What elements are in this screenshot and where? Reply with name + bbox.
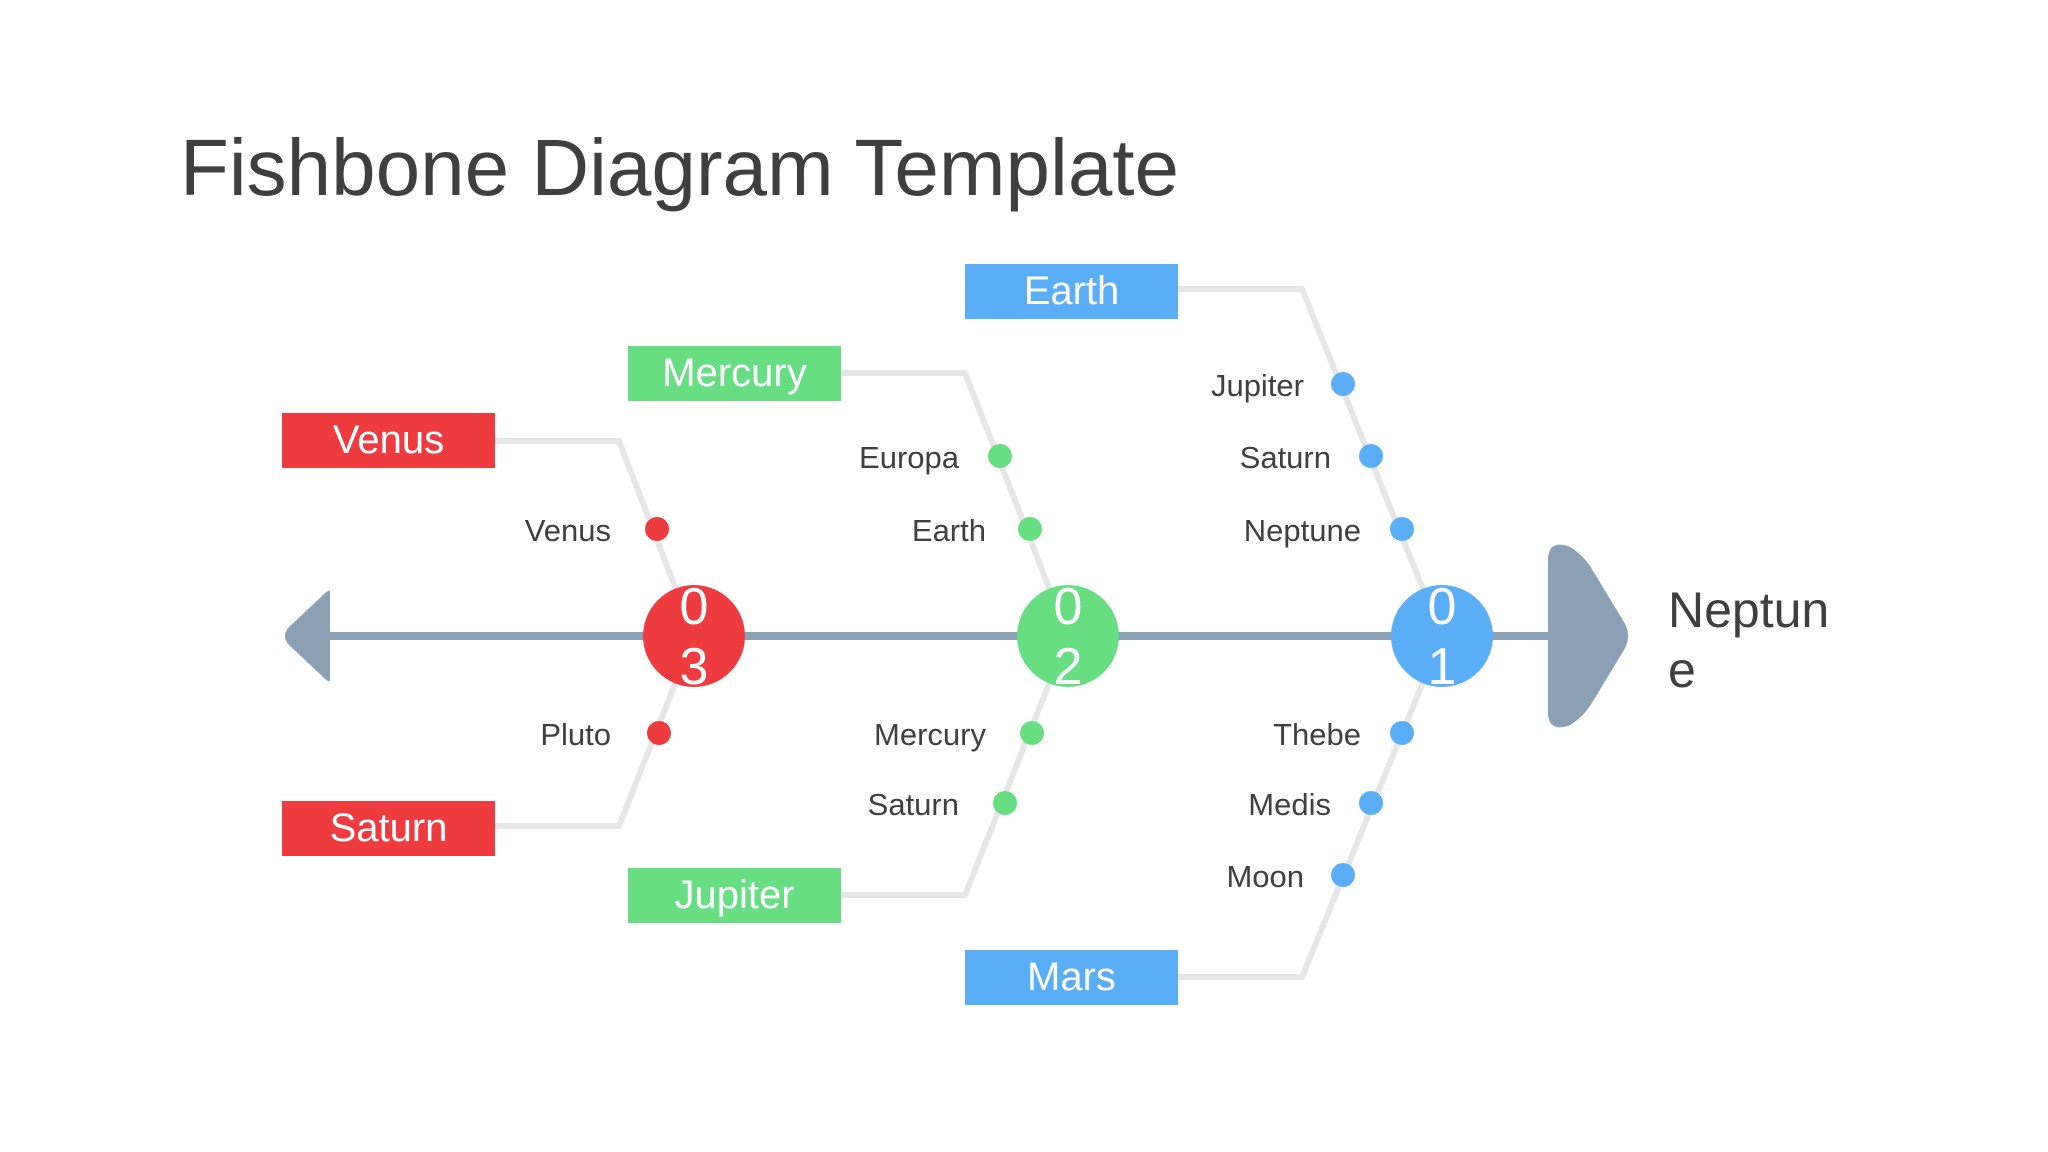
tail-arrow-icon <box>285 590 330 682</box>
fish-head-icon <box>1548 544 1628 728</box>
branch-03-number-node: 03 <box>643 585 745 687</box>
branch-02-bottom-box: Jupiter <box>628 868 841 923</box>
branch-02-top-item: Europa <box>859 440 959 475</box>
branch-02-top-item-dot <box>1018 517 1042 541</box>
branch-01-top-item: Neptune <box>1243 513 1361 548</box>
branch-01-bottom-item: Medis <box>1248 787 1331 822</box>
branch-01-number-node: 01 <box>1391 585 1493 687</box>
branch-03-number: 03 <box>679 585 709 687</box>
branch-01-number: 01 <box>1427 585 1457 687</box>
branch-02-bottom-item: Saturn <box>867 787 959 822</box>
bone-03-top <box>494 438 697 638</box>
bone-02-top <box>840 370 1071 638</box>
branch-02-bottom-item: Mercury <box>874 717 986 752</box>
page-title: Fishbone Diagram Template <box>180 123 1180 212</box>
bone-03-bottom <box>494 634 697 829</box>
branch-01-top-box: Earth <box>965 264 1178 319</box>
branch-03-top-item-dot <box>645 517 669 541</box>
branch-01-top-item-dot <box>1390 517 1414 541</box>
branch-01-top-item-dot <box>1359 444 1383 468</box>
branch-01-bottom-item-dot <box>1331 863 1355 887</box>
branch-02-bottom-item-dot <box>1020 721 1044 745</box>
branch-01-top-item-dot <box>1331 372 1355 396</box>
fish-head-label: Neptune <box>1668 582 1830 698</box>
branch-02-bottom-item-dot <box>993 791 1017 815</box>
branch-02-top-item: Earth <box>911 513 986 548</box>
branch-01-bottom-item-dot <box>1359 791 1383 815</box>
branch-01-bottom-item: Thebe <box>1273 717 1361 752</box>
branch-02-number-node: 02 <box>1017 585 1119 687</box>
branch-01-bottom-box: Mars <box>965 950 1178 1005</box>
branch-03-top-box: Venus <box>282 413 495 468</box>
branch-03-bottom-item-dot <box>647 721 671 745</box>
branch-03-top-item: Venus <box>524 513 611 548</box>
bone-01-bottom <box>1177 634 1445 980</box>
bone-02-bottom <box>840 634 1071 898</box>
branch-02-top-item-dot <box>988 444 1012 468</box>
branch-01-bottom-item-dot <box>1390 721 1414 745</box>
branch-01-bottom-item: Moon <box>1226 859 1304 894</box>
branch-03-bottom-item: Pluto <box>540 717 611 752</box>
branch-01-top-item: Jupiter <box>1210 368 1304 403</box>
branch-02-number: 02 <box>1053 585 1083 687</box>
branch-01-top-item: Saturn <box>1239 440 1331 475</box>
branch-03-bottom-box: Saturn <box>282 801 495 856</box>
branch-02-top-box: Mercury <box>628 346 841 401</box>
